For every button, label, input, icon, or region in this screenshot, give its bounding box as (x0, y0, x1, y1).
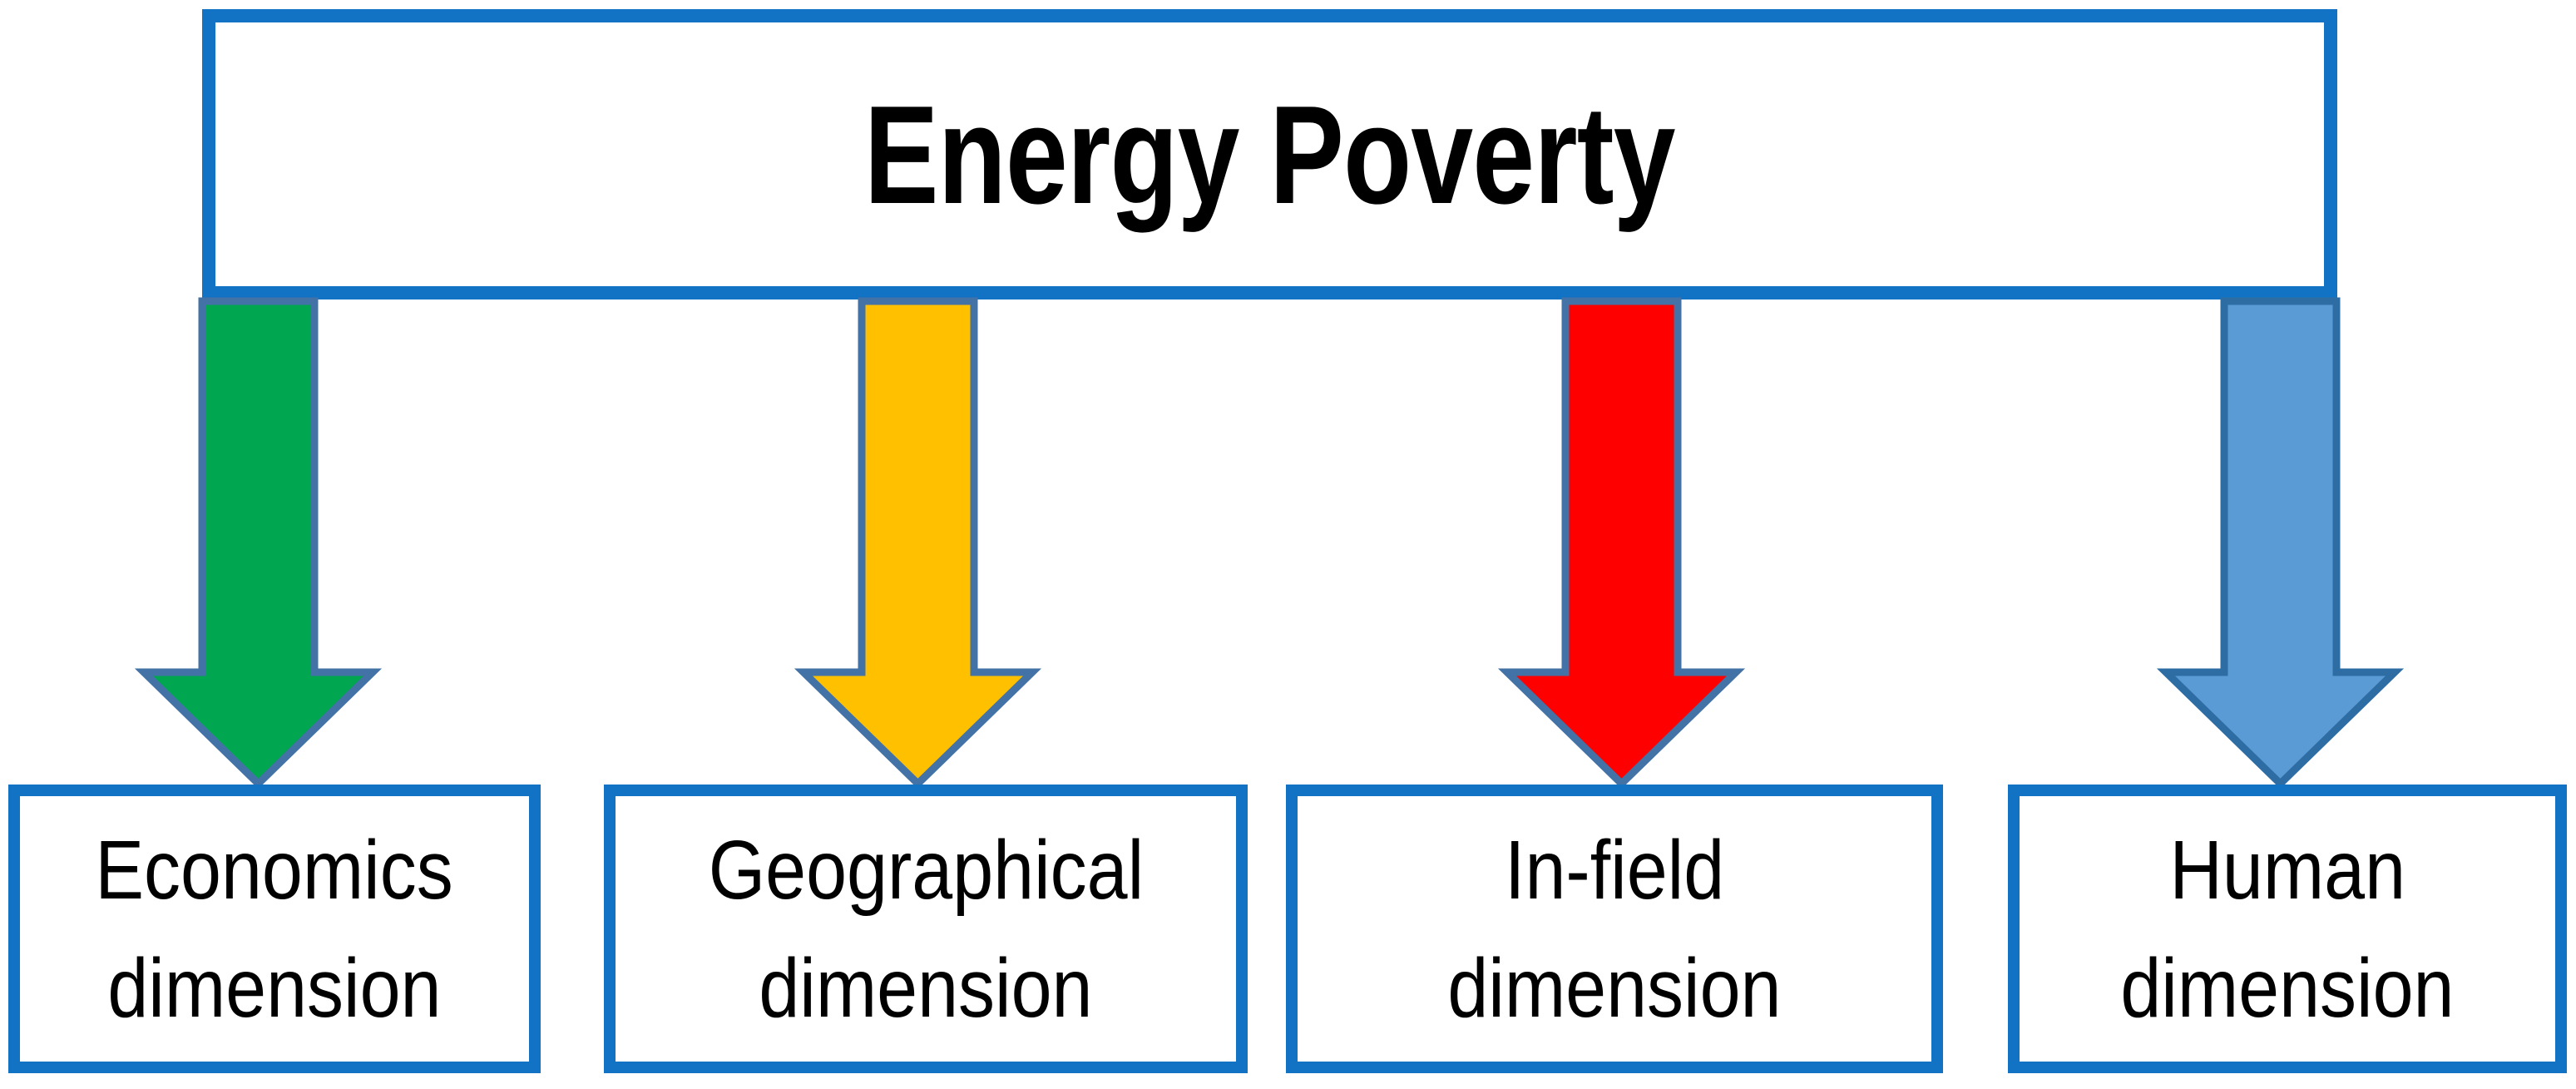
dimension-label-line2: dimension (107, 941, 442, 1035)
human-arrow-icon (2156, 297, 2405, 790)
dimension-label-line1: Geographical (708, 823, 1144, 917)
dimension-box-in-field: In-field dimension (1286, 785, 1943, 1073)
dimension-box-geographical: Geographical dimension (604, 785, 1248, 1073)
dimension-label-line1: Economics (95, 823, 454, 917)
root-node-label: Energy Poverty (864, 76, 1676, 233)
dimension-box-economics: Economics dimension (8, 785, 541, 1073)
dimension-label-line2: dimension (2120, 941, 2455, 1035)
geographical-arrow (794, 297, 1042, 790)
in-field-arrow (1497, 297, 1746, 790)
dimension-label-line1: Human (2169, 823, 2405, 917)
economics-arrow (134, 297, 383, 790)
dimension-label-line1: In-field (1504, 823, 1725, 917)
dimension-label-line2: dimension (759, 941, 1093, 1035)
root-node-energy-poverty: Energy Poverty (202, 9, 2337, 299)
dimension-box-human: Human dimension (2008, 785, 2567, 1073)
in-field-arrow-icon (1497, 297, 1746, 790)
geographical-arrow-icon (794, 297, 1042, 790)
economics-arrow-icon (134, 297, 383, 790)
dimension-label-line2: dimension (1447, 941, 1782, 1035)
human-arrow (2156, 297, 2405, 790)
